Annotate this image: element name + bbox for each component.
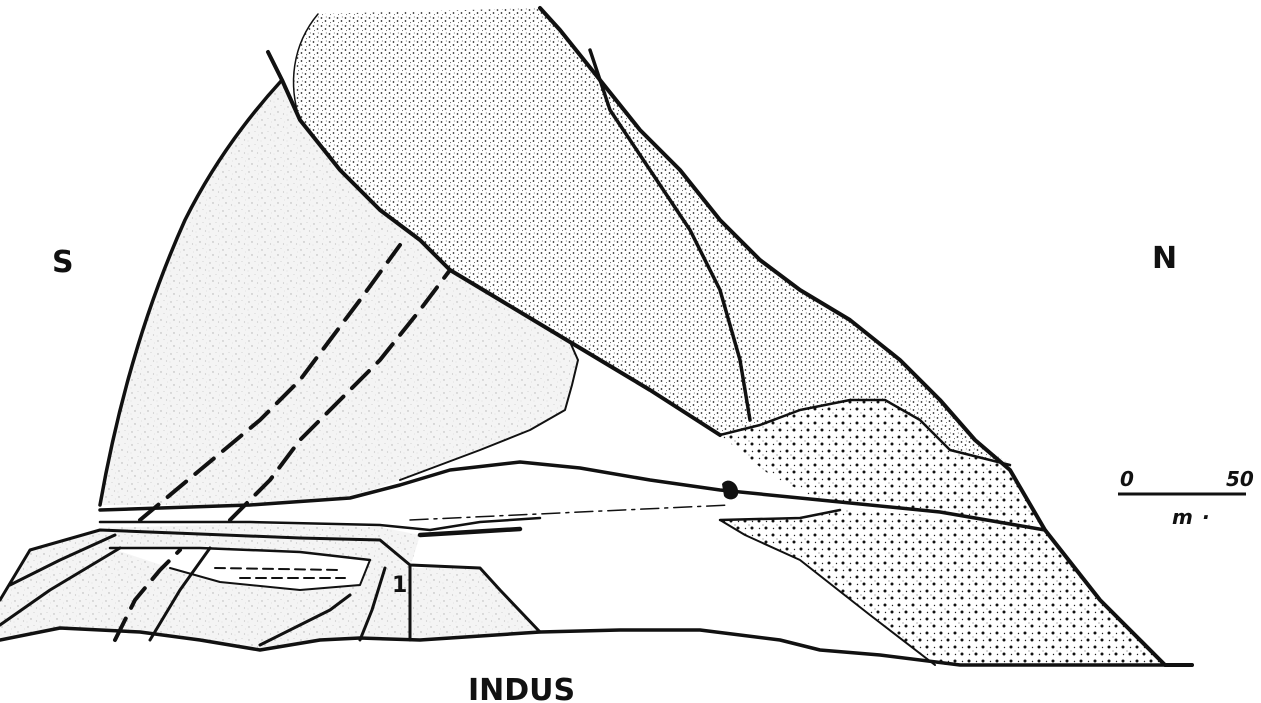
scale-bar-unit-suffix: · bbox=[1202, 505, 1210, 529]
river-label: INDUS bbox=[468, 673, 575, 703]
dash-dot-marker-line bbox=[410, 505, 730, 520]
scale-bar: 0 50 m · bbox=[1118, 467, 1254, 529]
scale-bar-start: 0 bbox=[1120, 467, 1134, 491]
scale-bar-end: 50 bbox=[1226, 467, 1254, 491]
unit-marker-label: 1 bbox=[392, 573, 407, 598]
scale-bar-unit: m bbox=[1172, 505, 1193, 529]
north-label: N bbox=[1152, 241, 1177, 276]
south-label: S bbox=[52, 245, 74, 280]
black-lens bbox=[722, 481, 738, 500]
